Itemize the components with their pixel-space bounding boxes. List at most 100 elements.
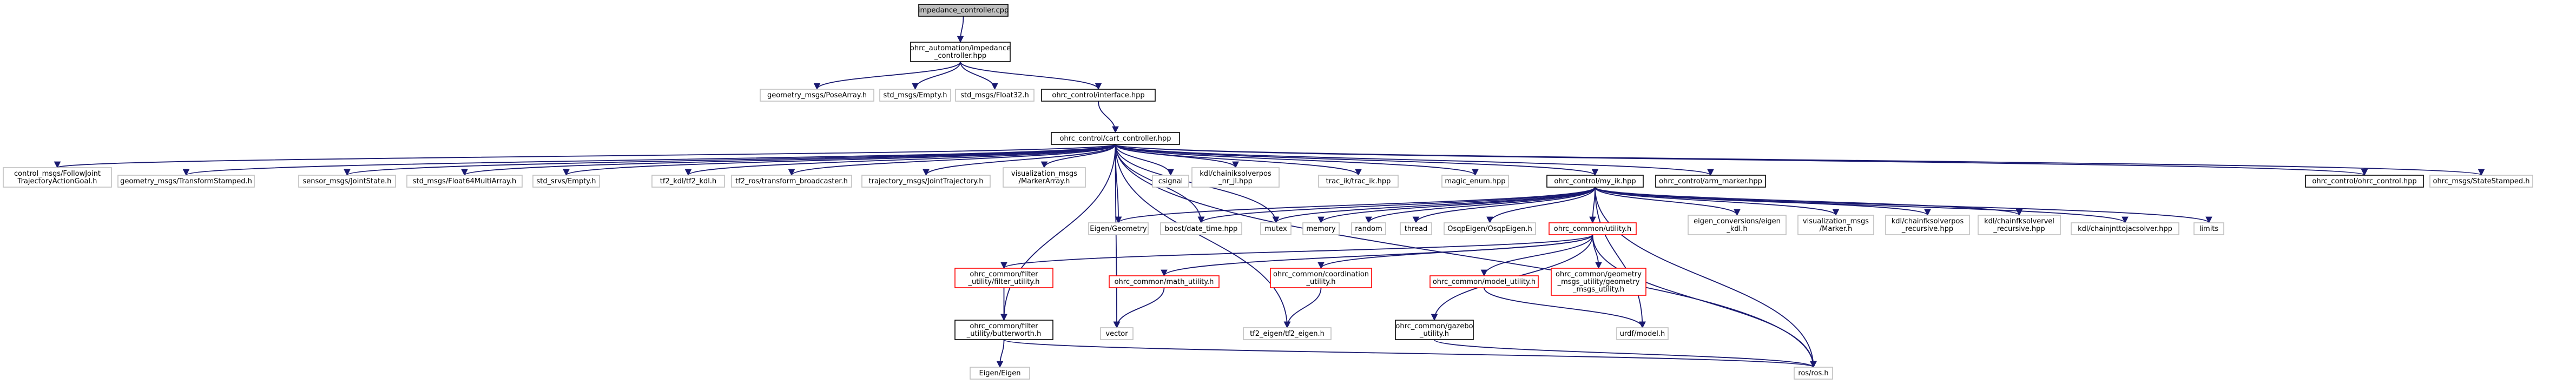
node-thread[interactable]: thread — [1400, 222, 1432, 235]
node-std_srvs[interactable]: std_srvs/Empty.h — [532, 175, 600, 188]
edge-cart-to-tfstamped — [183, 144, 1116, 176]
node-butterworth[interactable]: ohrc_common/filter_utility/butterworth.h — [954, 320, 1053, 340]
node-label: _msgs_utility/geometry — [1557, 278, 1640, 286]
node-marker[interactable]: visualization_msgs/Marker.h — [1797, 215, 1874, 235]
node-float32[interactable]: std_msgs/Float32.h — [955, 89, 1035, 102]
node-datetime[interactable]: boost/date_time.hpp — [1160, 222, 1242, 235]
node-label: trajectory_msgs/JointTrajectory.h — [868, 177, 983, 185]
dependency-edge — [1595, 187, 2022, 216]
edge-cart-to-armmarker — [1115, 144, 1714, 176]
edge-imp_hpp-to-posearray — [813, 61, 961, 90]
node-chainiksolver[interactable]: kdl/chainiksolverpos_nr_jl.hpp — [1191, 167, 1280, 188]
node-tfbroad[interactable]: tf2_ros/transform_broadcaster.h — [731, 175, 852, 188]
node-fksolverpos[interactable]: kdl/chainfksolverpos_recursive.hpp — [1885, 215, 1970, 235]
node-label: geometry_msgs/TransformStamped.h — [120, 177, 252, 185]
edge-butterworth-to-rosros — [1003, 339, 1817, 368]
node-jtraj[interactable]: trajectory_msgs/JointTrajectory.h — [861, 175, 991, 188]
node-coordutil[interactable]: ohrc_common/coordination_utility.h — [1270, 268, 1372, 288]
node-label: ohrc_common/model_utility.h — [1433, 278, 1536, 286]
node-box — [1152, 175, 1189, 188]
dependency-edge — [1115, 144, 1598, 176]
node-label: eigen_conversions/eigen — [1694, 217, 1781, 226]
edge-cart-to-std_srvs — [563, 144, 1116, 176]
edge-mylib-to-eigenkdl — [1595, 187, 1741, 216]
node-label: Eigen/Geometry — [1090, 225, 1147, 233]
edge-cart-to-followjoint — [54, 144, 1116, 169]
node-label: ohrc_control/interface.hpp — [1052, 91, 1144, 100]
node-posearray[interactable]: geometry_msgs/PoseArray.h — [760, 89, 874, 102]
dependency-edge — [1595, 187, 1646, 329]
edge-utility-to-coordutil — [1317, 234, 1593, 269]
node-label: ohrc_common/coordination — [1273, 270, 1369, 279]
node-label: visualization_msgs — [1803, 217, 1869, 226]
edge-interface-to-cart — [1098, 101, 1119, 134]
node-mathutil[interactable]: ohrc_common/math_utility.h — [1109, 275, 1220, 288]
node-eigen[interactable]: Eigen/Eigen — [970, 367, 1030, 380]
node-label: _nr_jl.hpp — [1218, 177, 1253, 185]
node-cart[interactable]: ohrc_control/cart_controller.hpp — [1051, 132, 1180, 145]
node-random[interactable]: random — [1351, 222, 1386, 235]
edge-cart-to-csignal — [1115, 144, 1174, 176]
node-label: std_msgs/Empty.h — [884, 91, 947, 100]
node-f64multi[interactable]: std_msgs/Float64MultiArray.h — [406, 175, 523, 188]
node-jnttojac[interactable]: kdl/chainjnttojacsolver.hpp — [2071, 222, 2179, 235]
node-jointstate[interactable]: sensor_msgs/JointState.h — [298, 175, 396, 188]
node-rosros[interactable]: ros/ros.h — [1794, 367, 1833, 380]
node-tf2eigen[interactable]: tf2_eigen/tf2_eigen.h — [1243, 327, 1332, 340]
node-box — [1546, 175, 1644, 188]
node-imp_hpp[interactable]: ohrc_automation/impedance_controller.hpp — [910, 42, 1011, 62]
node-box — [1549, 222, 1637, 235]
edge-mylib-to-memory — [1317, 187, 1596, 224]
node-mutex[interactable]: mutex — [1260, 222, 1292, 235]
node-osqpeigen[interactable]: OsqpEigen/OsqpEigen.h — [1444, 222, 1536, 235]
node-box — [1318, 175, 1399, 188]
node-urdf[interactable]: urdf/model.h — [1616, 327, 1669, 340]
node-memory[interactable]: memory — [1302, 222, 1340, 235]
node-markerarray[interactable]: visualization_msgs/MarkerArray.h — [1003, 167, 1086, 188]
node-eigenkdl[interactable]: eigen_conversions/eigen_kdl.h — [1688, 215, 1787, 235]
node-fksolvervel[interactable]: kdl/chainfksolvervel_recursive.hpp — [1978, 215, 2061, 235]
dependency-edge — [1317, 234, 1593, 269]
dependency-edge — [344, 144, 1116, 176]
node-magic[interactable]: magic_enum.hpp — [1441, 175, 1509, 188]
node-tf2kdl[interactable]: tf2_kdl/tf2_kdl.h — [651, 175, 725, 188]
dependency-edge — [1595, 187, 2212, 224]
node-box — [1616, 327, 1669, 340]
dependency-edge — [1113, 144, 1121, 329]
node-modelutil[interactable]: ohrc_common/model_utility.h — [1429, 275, 1539, 288]
node-mylib[interactable]: ohrc_control/my_ik.hpp — [1546, 175, 1644, 188]
node-vector[interactable]: vector — [1100, 327, 1134, 340]
dependency-edge — [1486, 187, 1596, 224]
node-geomutil[interactable]: ohrc_common/geometry_msgs_utility/geomet… — [1551, 268, 1646, 296]
node-box — [1395, 320, 1474, 340]
node-label: csignal — [1158, 177, 1183, 185]
node-root[interactable]: impedance_controller.cpp — [918, 4, 1009, 17]
node-gazebo[interactable]: ohrc_common/gazebo_utility.h — [1395, 320, 1474, 340]
edge-mylib-to-limits — [1595, 187, 2212, 224]
node-utility[interactable]: ohrc_common/utility.h — [1549, 222, 1637, 235]
node-label: _controller.hpp — [934, 52, 986, 60]
node-ohrccontrol[interactable]: ohrc_control/ohrc_control.hpp — [2305, 175, 2424, 188]
node-armmarker[interactable]: ohrc_control/arm_marker.hpp — [1655, 175, 1766, 188]
dependency-edge — [1161, 234, 1593, 277]
node-box — [406, 175, 523, 188]
dependency-edge — [563, 144, 1116, 176]
node-limits[interactable]: limits — [2193, 222, 2224, 235]
node-interface[interactable]: ohrc_control/interface.hpp — [1041, 89, 1156, 102]
edge-utility-to-filterutil — [1000, 234, 1593, 269]
dependency-edge — [1595, 187, 1840, 216]
node-box — [1243, 327, 1332, 340]
node-empty_std[interactable]: std_msgs/Empty.h — [879, 89, 951, 102]
node-csignal[interactable]: csignal — [1152, 175, 1189, 188]
dependency-edge — [1595, 187, 1817, 368]
node-statestamped[interactable]: ohrc_msgs/StateStamped.h — [2429, 175, 2533, 188]
edge-mylib-to-urdf — [1595, 187, 1646, 329]
node-filterutil[interactable]: ohrc_common/filter_utility/filter_utilit… — [954, 268, 1053, 288]
dependency-edge — [1115, 144, 1291, 329]
edge-mylib-to-marker — [1595, 187, 1840, 216]
node-tfstamped[interactable]: geometry_msgs/TransformStamped.h — [117, 175, 255, 188]
node-trac[interactable]: trac_ik/trac_ik.hpp — [1318, 175, 1399, 188]
dependency-edge — [1115, 144, 1362, 176]
node-followjoint[interactable]: control_msgs/FollowJointTrajectoryAction… — [3, 167, 112, 188]
node-eigengeom[interactable]: Eigen/Geometry — [1088, 222, 1149, 235]
